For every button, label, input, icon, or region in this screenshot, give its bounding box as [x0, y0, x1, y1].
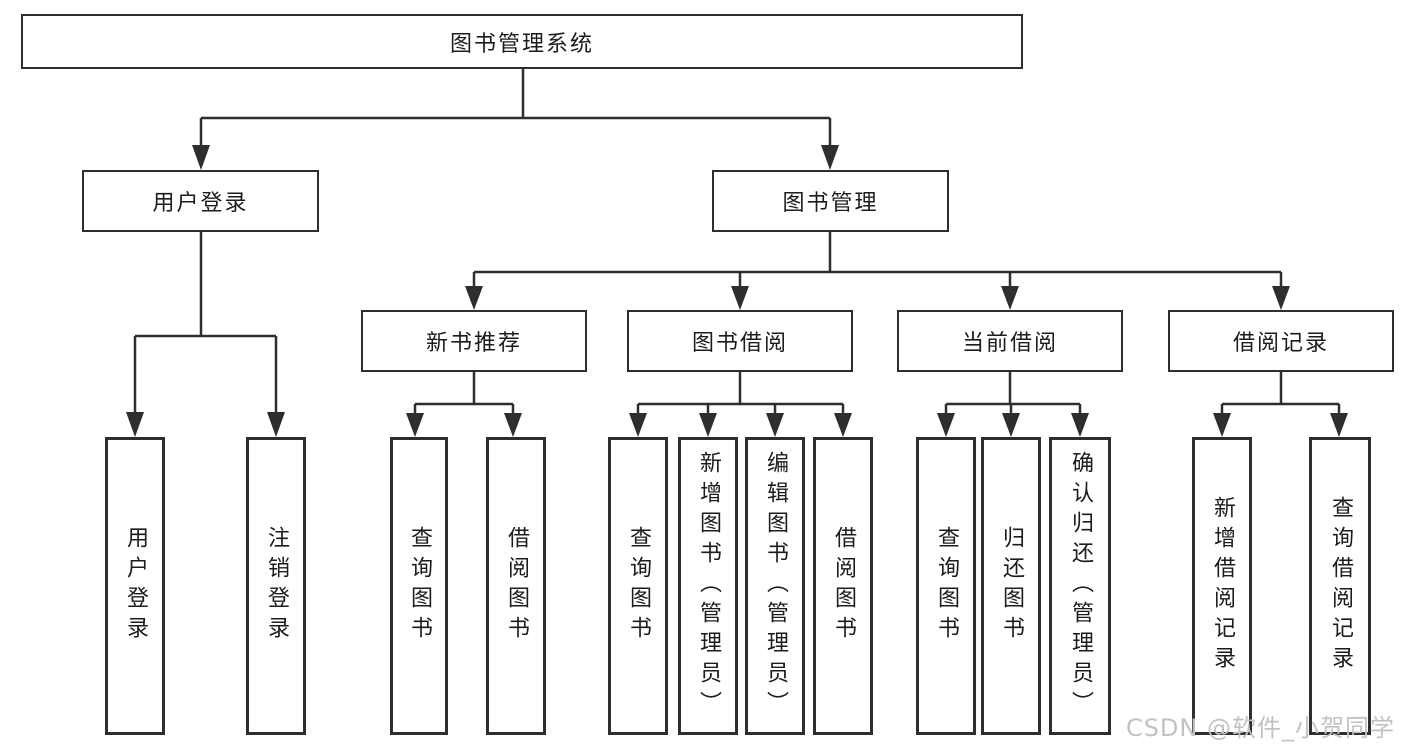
leaf-borrow-books-recommend-label: 借阅图书 — [504, 526, 529, 646]
node-borrowing-records-label: 借阅记录 — [1232, 331, 1329, 356]
leaf-user-login-label: 用户登录 — [123, 526, 148, 646]
leaf-add-borrow-record: 新增借阅记录 — [1192, 437, 1252, 735]
edge-new-book-recommend-to-leaves — [406, 372, 522, 437]
node-borrowing-records: 借阅记录 — [1168, 310, 1394, 372]
edge-book-borrowing-to-leaves — [629, 372, 852, 437]
node-current-borrowing: 当前借阅 — [897, 310, 1123, 372]
leaf-return-books-label: 归还图书 — [999, 526, 1024, 646]
node-new-book-recommend: 新书推荐 — [361, 310, 587, 372]
leaf-confirm-return-admin: 确认归还（管理员） — [1049, 437, 1111, 735]
leaf-borrow-books: 借阅图书 — [813, 437, 873, 735]
node-library-system: 图书管理系统 — [21, 14, 1023, 69]
leaf-query-books-current: 查询图书 — [916, 437, 976, 735]
leaf-query-borrow-record: 查询借阅记录 — [1309, 437, 1371, 735]
edge-user-login-to-leaves — [126, 232, 285, 437]
leaf-confirm-return-admin-label: 确认归还（管理员） — [1068, 451, 1093, 721]
edge-book-management-to-level3 — [465, 232, 1290, 310]
leaf-query-books-recommend: 查询图书 — [390, 437, 448, 735]
node-current-borrowing-label: 当前借阅 — [961, 331, 1058, 356]
edge-root-to-level2 — [192, 69, 839, 170]
leaf-add-books-admin: 新增图书（管理员） — [678, 437, 738, 735]
node-user-login: 用户登录 — [82, 170, 319, 232]
node-new-book-recommend-label: 新书推荐 — [425, 331, 522, 356]
leaf-return-books: 归还图书 — [981, 437, 1041, 735]
node-book-borrowing: 图书借阅 — [627, 310, 853, 372]
leaf-query-books-borrowing: 查询图书 — [608, 437, 668, 735]
leaf-user-login: 用户登录 — [105, 437, 165, 735]
leaf-add-books-admin-label: 新增图书（管理员） — [696, 451, 721, 721]
leaf-query-books-recommend-label: 查询图书 — [407, 526, 432, 646]
leaf-add-borrow-record-label: 新增借阅记录 — [1210, 496, 1235, 676]
leaf-logout-label: 注销登录 — [264, 526, 289, 646]
leaf-logout: 注销登录 — [246, 437, 306, 735]
node-user-login-label: 用户登录 — [152, 191, 249, 216]
edge-borrowing-records-to-leaves — [1213, 372, 1348, 437]
leaf-edit-books-admin-label: 编辑图书（管理员） — [763, 451, 788, 721]
leaf-borrow-books-recommend: 借阅图书 — [486, 437, 546, 735]
node-library-system-label: 图书管理系统 — [449, 31, 594, 57]
node-book-management: 图书管理 — [712, 170, 949, 232]
leaf-edit-books-admin: 编辑图书（管理员） — [745, 437, 805, 735]
node-book-management-label: 图书管理 — [782, 191, 879, 216]
watermark-text: CSDN @软件_小贺同学 — [1125, 714, 1395, 742]
leaf-query-borrow-record-label: 查询借阅记录 — [1328, 496, 1353, 676]
leaf-borrow-books-label: 借阅图书 — [831, 526, 856, 646]
leaf-query-books-current-label: 查询图书 — [934, 526, 959, 646]
edge-current-borrowing-to-leaves — [937, 372, 1089, 437]
leaf-query-books-borrowing-label: 查询图书 — [626, 526, 651, 646]
node-book-borrowing-label: 图书借阅 — [691, 331, 788, 356]
